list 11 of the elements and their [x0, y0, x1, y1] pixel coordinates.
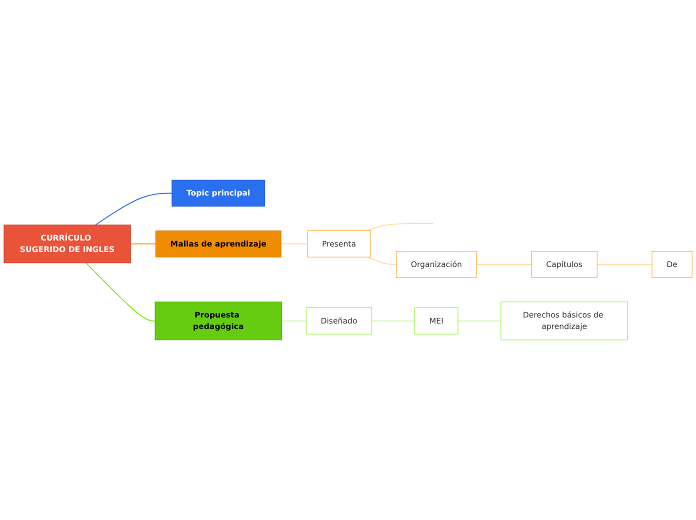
- connector: [281, 320, 307, 322]
- connector: [85, 262, 156, 322]
- connector: [280, 243, 308, 244]
- connector: [95, 192, 172, 226]
- connector: [458, 320, 502, 322]
- connector: [130, 243, 156, 244]
- connector: [367, 222, 434, 232]
- connector: [367, 256, 397, 265]
- connector: [596, 264, 653, 265]
- connector: [371, 320, 416, 322]
- connector: [476, 264, 532, 265]
